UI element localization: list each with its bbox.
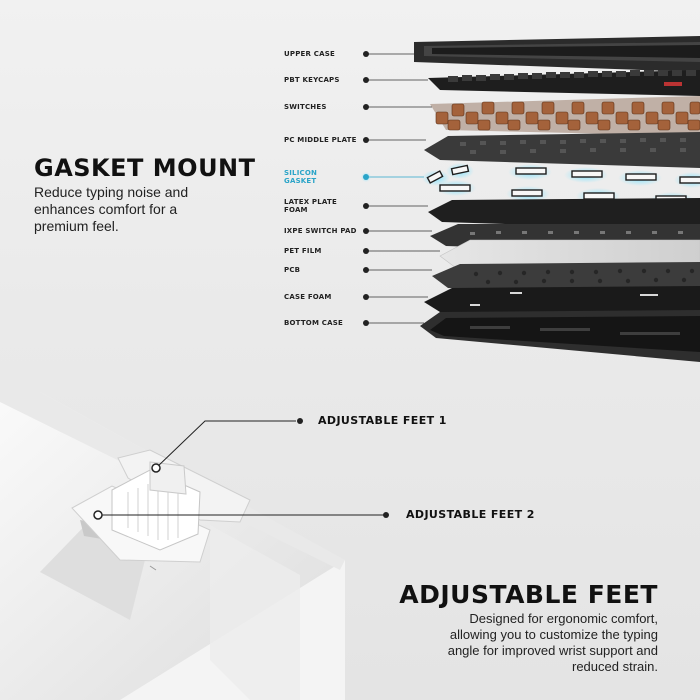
layer-label-bottom-case: BOTTOM CASE [284,319,343,327]
keyboard-corner-illustration [0,392,345,700]
layer-label-silicon-gasket: SILICON GASKET [284,169,318,185]
layer-label-ixpe-pad: IXPE SWITCH PAD [284,227,357,235]
latex-foam-layer [428,198,700,230]
bottom-case-layer [420,310,700,362]
adjustable-feet-1-label: ADJUSTABLE FEET 1 [318,414,447,427]
feet-callout-lines [98,420,386,516]
gasket-mount-title: GASKET MOUNT [34,154,256,182]
gasket-description-line: Reduce typing noise and [34,184,189,200]
upper-case-layer [414,36,700,72]
middle-plate-layer [424,132,700,168]
keycaps-layer [428,70,700,96]
feet-description-line: Designed for ergonomic comfort, [469,611,658,626]
adjustable-feet-description: Designed for ergonomic comfort, allowing… [368,611,658,675]
gasket-mount-description: Reduce typing noise and enhances comfort… [34,184,188,235]
feet-callout-dots [93,418,389,520]
adjustable-feet-2-label: ADJUSTABLE FEET 2 [406,508,535,521]
gasket-description-line: premium feel. [34,218,119,234]
layer-label-pcb: PCB [284,266,301,274]
layer-label-middle-plate: PC MIDDLE PLATE [284,136,357,144]
feet-description-line: angle for improved wrist support and [447,643,658,658]
layer-label-case-foam: CASE FOAM [284,293,332,301]
feet-description-line: allowing you to customize the typing [449,627,658,642]
layer-label-switches: SWITCHES [284,103,327,111]
layer-label-upper-case: UPPER CASE [284,50,335,58]
adjustable-feet-title: ADJUSTABLE FEET [399,580,658,609]
gasket-description-line: enhances comfort for a [34,201,178,217]
layer-label-pet-film: PET FILM [284,247,322,255]
leader-lines [366,53,440,324]
layer-label-keycaps: PBT KEYCAPS [284,76,340,84]
leader-dots [361,51,371,326]
switches-layer [430,96,700,136]
feet-description-line: reduced strain. [572,659,658,674]
silicon-gasket-layer [422,163,700,208]
layer-label-latex-foam: LATEX PLATE FOAM [284,198,337,214]
